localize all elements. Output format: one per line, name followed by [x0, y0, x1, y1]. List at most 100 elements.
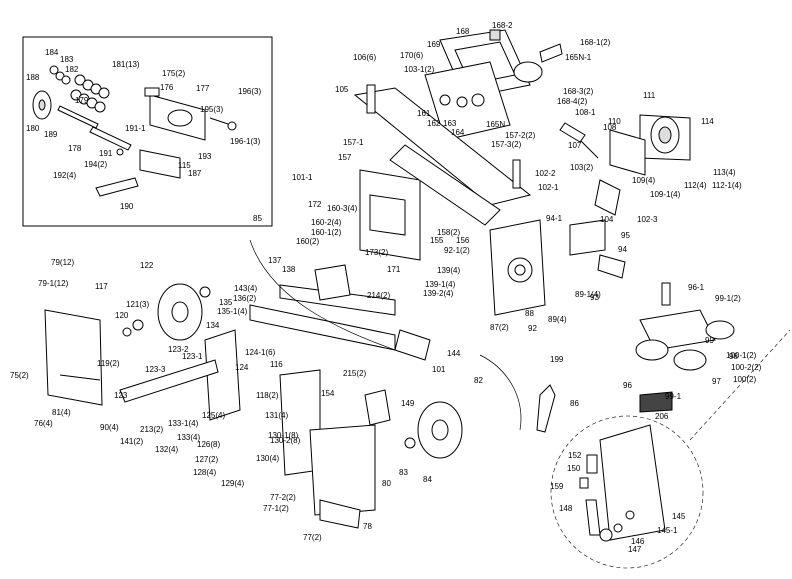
- control-box: [424, 29, 563, 141]
- part-145: [625, 510, 635, 520]
- part-label: 144: [447, 349, 461, 358]
- part-148: [585, 499, 601, 536]
- part-120: [122, 327, 132, 337]
- part-label: 137: [268, 256, 282, 265]
- part-label: 141(2): [120, 437, 143, 446]
- inset-box-top-left: [22, 36, 273, 227]
- part-157-2: [512, 159, 521, 189]
- part-label: 163: [443, 119, 457, 128]
- part-label: 127(2): [195, 455, 218, 464]
- part-label: 90(4): [100, 423, 119, 432]
- inset-callout-line: [689, 329, 791, 441]
- part-label: 130(4): [256, 454, 279, 463]
- part-94-1: [569, 219, 606, 256]
- part-label: 123-3: [145, 365, 166, 374]
- part-96-pulley: [635, 339, 669, 361]
- lower-frame: [279, 354, 556, 529]
- part-label: 178: [68, 144, 82, 153]
- part-150: [579, 477, 589, 489]
- part-label: 79-1(12): [38, 279, 69, 288]
- part-label: 160-3(4): [327, 204, 358, 213]
- part-label: 164: [451, 128, 465, 137]
- part-label: 180: [26, 124, 40, 133]
- part-label: 193: [198, 152, 212, 161]
- part-181-bearings: [70, 74, 110, 113]
- part-label: 161: [417, 109, 431, 118]
- part-label: 99-1(2): [715, 294, 741, 303]
- part-label: 130-2(8): [270, 436, 301, 445]
- part-107: [559, 122, 586, 143]
- part-191: [116, 148, 124, 156]
- part-label: 182: [65, 65, 79, 74]
- part-label: 165N-1: [565, 53, 592, 62]
- part-label: 98: [729, 352, 738, 361]
- motor: [559, 114, 691, 176]
- part-label: 101-1: [292, 173, 313, 182]
- part-label: 168: [456, 27, 470, 36]
- part-label: 87(2): [490, 323, 509, 332]
- part-label: 123-2: [168, 345, 189, 354]
- part-75: [59, 374, 101, 381]
- part-97-pulley: [673, 349, 707, 371]
- part-label: 188: [26, 73, 40, 82]
- part-134-arm: [204, 329, 241, 421]
- part-label: 115: [178, 161, 191, 170]
- part-label: 187: [188, 169, 202, 178]
- part-label: 92-1(2): [444, 246, 470, 255]
- part-label: 99-1: [665, 392, 682, 401]
- part-label: 125(4): [202, 411, 225, 420]
- part-label: 106(6): [353, 53, 376, 62]
- part-label: 190: [120, 202, 134, 211]
- part-label: 139-2(4): [423, 289, 454, 298]
- part-label: 84: [423, 475, 432, 484]
- part-label: 168-1(2): [580, 38, 611, 47]
- part-label: 105: [335, 85, 349, 94]
- part-105-arm: [353, 87, 532, 206]
- part-label: 118(2): [256, 391, 279, 400]
- part-label: 139-1(4): [425, 280, 456, 289]
- part-187-block: [139, 149, 181, 179]
- part-label: 145-1: [657, 526, 678, 535]
- part-label: 117: [95, 282, 108, 291]
- pulley-assembly-right: [635, 282, 735, 413]
- part-label: 107: [568, 141, 582, 150]
- part-label: 86: [570, 399, 579, 408]
- part-label: 143(4): [234, 284, 257, 293]
- part-168-2: [489, 29, 501, 41]
- part-label: 112-1(4): [712, 181, 742, 190]
- part-label: 104: [600, 215, 614, 224]
- part-147: [599, 528, 613, 542]
- part-label: 183: [60, 55, 74, 64]
- part-196: [227, 121, 237, 131]
- part-label: 123: [114, 391, 128, 400]
- part-label: 156: [456, 236, 470, 245]
- wheel-assembly-left: [44, 283, 241, 421]
- part-label: 184: [45, 48, 59, 57]
- part-label: 76(4): [34, 419, 53, 428]
- part-label: 168-2: [492, 21, 513, 30]
- part-121: [132, 319, 144, 331]
- part-195: [209, 117, 229, 125]
- part-label: 215(2): [343, 369, 366, 378]
- part-label: 89(4): [548, 315, 567, 324]
- part-178-shaft: [89, 126, 132, 151]
- part-label: 123-1: [182, 352, 203, 361]
- part-label: 120: [115, 311, 129, 320]
- part-104: [594, 179, 621, 216]
- part-152: [586, 454, 598, 474]
- part-label: 89-1(4): [575, 290, 601, 299]
- part-label: 133-1(4): [168, 419, 199, 428]
- part-label: 108-1: [575, 108, 596, 117]
- part-label: 157-2(2): [505, 131, 536, 140]
- part-label: 96-1: [688, 283, 705, 292]
- part-189-shaft: [57, 105, 99, 129]
- part-108: [579, 139, 599, 159]
- part-label: 100-1(2): [726, 351, 757, 360]
- part-label: 77(2): [303, 533, 322, 542]
- part-label: 121(3): [126, 300, 149, 309]
- part-label: 97: [712, 377, 721, 386]
- part-182: [61, 75, 71, 85]
- part-138: [314, 264, 351, 301]
- part-label: 132(4): [155, 445, 178, 454]
